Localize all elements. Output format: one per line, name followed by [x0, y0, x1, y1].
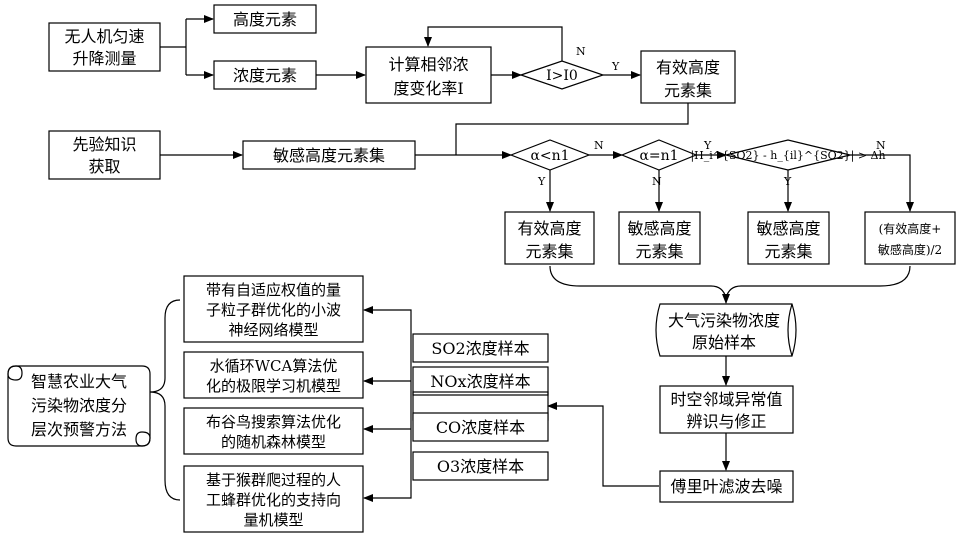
height-element-box: 高度元素 [214, 5, 316, 33]
so2-sample-box: SO2浓度样本 [413, 334, 548, 362]
model-elm-box: 水循环WCA算法优 化的极限学习机模型 [184, 352, 363, 398]
uav-measure-box: 无人机匀速 升降测量 [49, 23, 160, 71]
so2-sample-label: SO2浓度样本 [431, 339, 529, 358]
uav-measure-line1: 无人机匀速 [64, 27, 144, 46]
decision-i-greater-i0: I>I0 [521, 61, 603, 89]
output-effective-box: 有效高度 元素集 [505, 212, 594, 264]
model-svm-line1: 基于猴群爬过程的人 [206, 471, 341, 489]
decision-alpha-less-label: α<n1 [530, 148, 569, 164]
output-average-line2: 敏感高度)/2 [878, 242, 942, 257]
prior-knowledge-line2: 获取 [88, 157, 120, 176]
model-wavelet-line2: 子粒子群优化的小波 [206, 301, 341, 319]
o3-sample-label: O3浓度样本 [437, 457, 524, 476]
calc-rate-line1: 计算相邻浓 [388, 55, 468, 74]
spatiotemporal-box: 时空邻域异常值 辨识与修正 [660, 386, 793, 433]
label-yes-4: Y [783, 175, 792, 188]
prior-knowledge-line1: 先验知识 [72, 135, 136, 154]
prior-knowledge-box: 先验知识 获取 [49, 131, 160, 179]
uav-measure-line2: 升降测量 [72, 49, 136, 68]
decision-i-label: I>I0 [546, 68, 578, 84]
model-svm-box: 基于猴群爬过程的人 工蜂群优化的支持向 量机模型 [184, 466, 363, 532]
method-line2: 污染物浓度分 [31, 396, 127, 415]
method-line1: 智慧农业大气 [31, 372, 127, 391]
raw-sample-line1: 大气污染物浓度 [668, 311, 780, 330]
model-rf-line1: 布谷鸟搜索算法优化 [206, 413, 341, 431]
decision-delta-h: |H_i^{SO2} - h_{il}^{SO2}| > Δh [690, 140, 885, 170]
calc-rate-line2: 度变化率I [393, 79, 463, 98]
output-sensitive1-box: 敏感高度 元素集 [619, 212, 700, 264]
decision-delta-h-label: |H_i^{SO2} - h_{il}^{SO2}| > Δh [690, 149, 885, 163]
label-no-3: N [652, 175, 662, 188]
raw-sample-cylinder: 大气污染物浓度 原始样本 [656, 304, 796, 356]
effective-set-top-line2: 元素集 [664, 81, 712, 100]
model-svm-line2: 工蜂群优化的支持向 [206, 491, 341, 509]
sensitive-set-label: 敏感高度元素集 [273, 146, 385, 165]
o3-sample-box: O3浓度样本 [413, 452, 548, 480]
output-sensitive2-line1: 敏感高度 [756, 219, 820, 238]
calc-rate-box: 计算相邻浓 度变化率I [366, 47, 491, 103]
output-average-line1: (有效高度+ [879, 221, 942, 236]
concentration-element-box: 浓度元素 [214, 61, 316, 89]
effective-set-top-line1: 有效高度 [656, 58, 720, 77]
sensitive-set-box: 敏感高度元素集 [243, 141, 415, 169]
fourier-box: 傅里叶滤波去噪 [660, 471, 793, 502]
label-no-4: N [876, 139, 886, 152]
height-element-label: 高度元素 [233, 10, 297, 29]
fourier-label: 傅里叶滤波去噪 [670, 477, 782, 496]
output-average-box: (有效高度+ 敏感高度)/2 [865, 212, 955, 264]
decision-alpha-less: α<n1 [511, 140, 589, 170]
model-wavelet-line3: 神经网络模型 [228, 321, 318, 339]
concentration-element-label: 浓度元素 [233, 66, 297, 85]
output-effective-line1: 有效高度 [517, 219, 581, 238]
label-no-1: N [576, 45, 586, 58]
model-elm-line2: 化的极限学习机模型 [206, 377, 341, 395]
output-sensitive2-line2: 元素集 [764, 242, 812, 261]
model-elm-line1: 水循环WCA算法优 [210, 357, 338, 375]
co-sample-label: CO浓度样本 [436, 418, 525, 437]
co-sample-box: CO浓度样本 [413, 392, 548, 441]
output-effective-line2: 元素集 [525, 242, 573, 261]
method-line3: 层次预警方法 [31, 420, 127, 439]
decision-alpha-equal: α=n1 [622, 140, 696, 170]
output-sensitive1-line2: 元素集 [635, 242, 683, 261]
method-scroll: 智慧农业大气 污染物浓度分 层次预警方法 [8, 366, 150, 446]
nox-sample-label: NOx浓度样本 [430, 372, 530, 391]
effective-set-top-box: 有效高度 元素集 [641, 51, 735, 103]
raw-sample-line2: 原始样本 [692, 333, 756, 352]
output-sensitive1-line1: 敏感高度 [627, 219, 691, 238]
model-wavelet-box: 带有自适应权值的量 子粒子群优化的小波 神经网络模型 [184, 276, 363, 342]
label-no-2: N [594, 139, 604, 152]
nox-sample-box: NOx浓度样本 [413, 367, 548, 395]
model-rf-line2: 的随机森林模型 [221, 433, 326, 451]
model-rf-box: 布谷鸟搜索算法优化 的随机森林模型 [184, 408, 363, 454]
label-yes-2: Y [537, 175, 546, 188]
model-wavelet-line1: 带有自适应权值的量 [206, 281, 341, 299]
output-sensitive2-box: 敏感高度 元素集 [748, 212, 829, 264]
model-svm-line3: 量机模型 [243, 511, 303, 529]
label-yes-1: Y [611, 60, 620, 73]
decision-alpha-equal-label: α=n1 [639, 148, 678, 164]
spatiotemporal-line1: 时空邻域异常值 [670, 390, 782, 409]
spatiotemporal-line2: 辨识与修正 [686, 412, 766, 431]
